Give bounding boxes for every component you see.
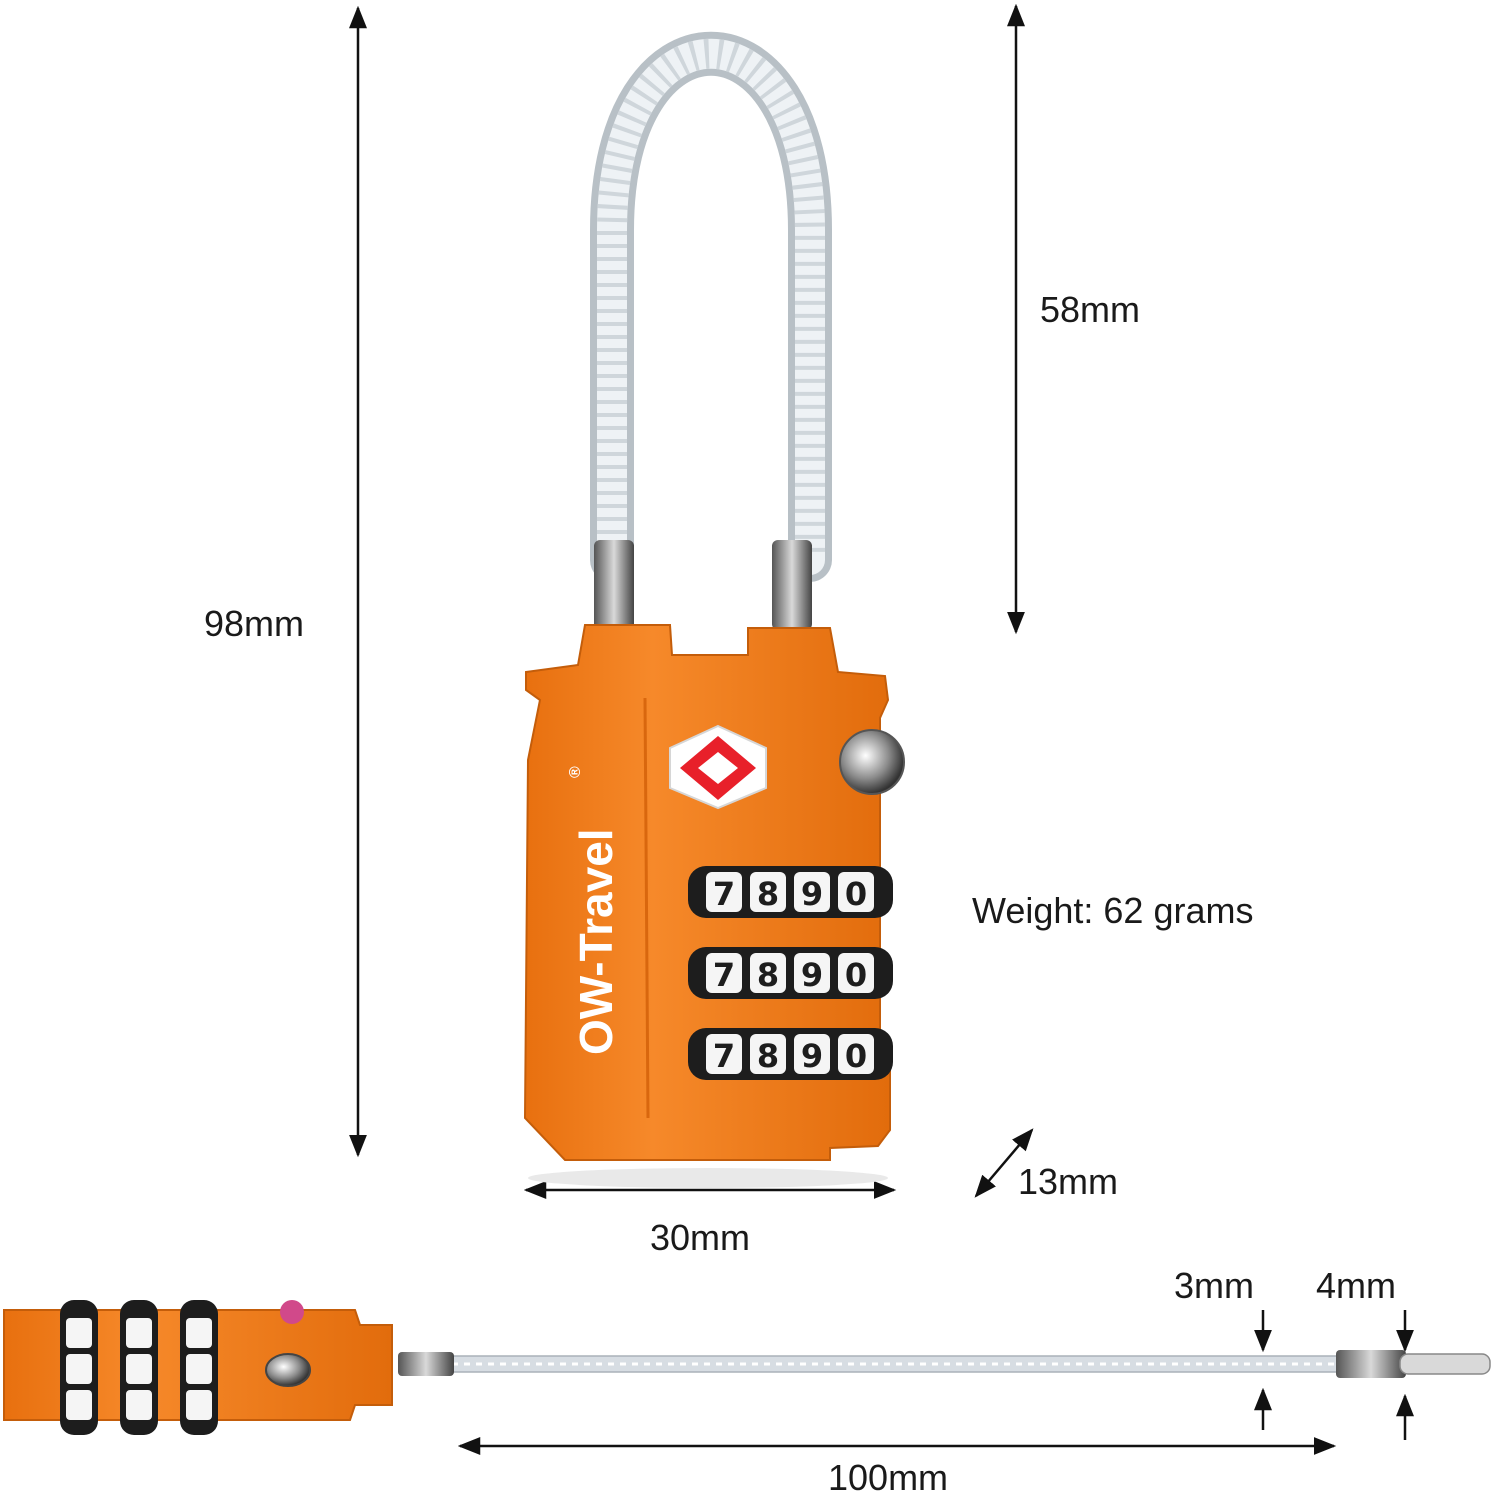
side-dials bbox=[60, 1300, 218, 1435]
svg-text:9: 9 bbox=[801, 956, 823, 994]
tip-diameter-label: 4mm bbox=[1316, 1265, 1396, 1306]
svg-text:7: 7 bbox=[713, 1037, 735, 1075]
svg-text:7: 7 bbox=[713, 875, 735, 913]
cable-length-label: 100mm bbox=[828, 1457, 949, 1498]
weight-label: Weight: 62 grams bbox=[972, 890, 1254, 931]
cable-diameter-label: 3mm bbox=[1174, 1265, 1254, 1306]
depth-label: 13mm bbox=[1018, 1161, 1119, 1202]
svg-text:0: 0 bbox=[845, 1037, 867, 1075]
dial-wheels: 7 8 9 0 7 8 9 0 7 bbox=[688, 866, 893, 1080]
svg-text:9: 9 bbox=[801, 875, 823, 913]
svg-text:8: 8 bbox=[757, 956, 779, 994]
width-label: 30mm bbox=[650, 1217, 751, 1258]
total-height-label: 98mm bbox=[204, 603, 305, 644]
cable-tip bbox=[1399, 1353, 1491, 1375]
left-ferrule bbox=[594, 540, 634, 630]
svg-text:8: 8 bbox=[757, 1037, 779, 1075]
padlock-side-view bbox=[3, 1300, 1491, 1435]
depth-arrow bbox=[974, 1128, 1034, 1198]
tsa-logo bbox=[669, 724, 767, 810]
dial-1: 7 8 9 0 bbox=[688, 866, 893, 918]
dial-3: 7 8 9 0 bbox=[688, 1028, 893, 1080]
shackle-height-label: 58mm bbox=[1040, 289, 1141, 330]
release-button bbox=[839, 729, 905, 795]
right-ferrule bbox=[772, 540, 812, 630]
release-button-side bbox=[265, 1353, 311, 1387]
cable-ferrule bbox=[1336, 1350, 1406, 1378]
dial-2: 7 8 9 0 bbox=[688, 947, 893, 999]
svg-text:7: 7 bbox=[713, 956, 735, 994]
svg-text:8: 8 bbox=[757, 875, 779, 913]
padlock-front-view: OW-Travel ® 7 8 9 0 7 8 bbox=[523, 31, 905, 1188]
brand-text: OW-Travel bbox=[570, 828, 622, 1055]
svg-text:0: 0 bbox=[845, 875, 867, 913]
svg-text:0: 0 bbox=[845, 956, 867, 994]
svg-text:9: 9 bbox=[801, 1037, 823, 1075]
brand-mark: ® bbox=[567, 766, 584, 778]
